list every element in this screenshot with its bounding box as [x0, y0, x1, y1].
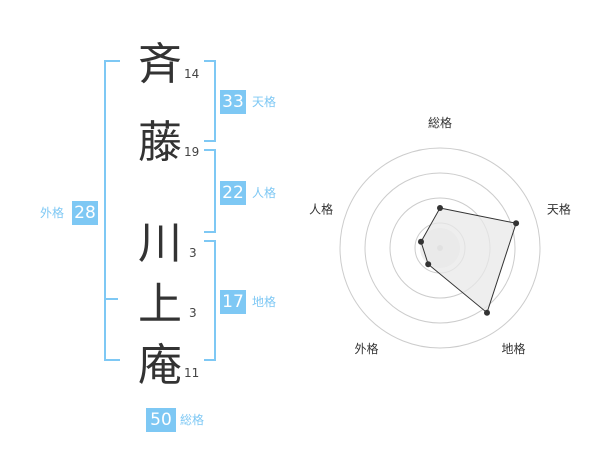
stroke-count-1: 14 — [184, 67, 200, 81]
chikaku-bracket — [204, 240, 216, 361]
chikaku-value: 17 — [220, 290, 246, 314]
radar-ring-3 — [364, 172, 516, 324]
radar-ring-4 — [339, 147, 541, 349]
radar-axis-label-3: 地格 — [501, 341, 525, 356]
soukaku-value: 50 — [146, 408, 176, 432]
gaikaku-label: 外格 — [40, 206, 65, 220]
radar-point-4 — [425, 261, 432, 268]
name-char-3: 川 — [138, 218, 182, 269]
jinkaku-label: 人格 — [252, 186, 277, 200]
gaikaku-bracket-mid — [104, 298, 118, 300]
name-char-5: 庵 — [138, 340, 182, 391]
radar-point-2 — [513, 220, 520, 227]
name-char-1: 斉 — [138, 39, 182, 90]
name-char-4: 上 — [138, 279, 182, 330]
jinkaku-value: 22 — [220, 181, 246, 205]
radar-axis-label-5: 人格 — [309, 201, 333, 216]
radar-point-3 — [484, 309, 490, 316]
tenkaku-bracket — [204, 60, 216, 142]
stroke-count-5: 11 — [184, 366, 200, 380]
radar-value-polygon — [420, 207, 517, 314]
stroke-count-3: 3 — [189, 246, 197, 260]
jinkaku-bracket — [204, 149, 216, 233]
tenkaku-label: 天格 — [252, 95, 277, 109]
radar-point-1 — [437, 205, 443, 211]
radar-axis-label-4: 外格 — [354, 341, 378, 356]
stroke-count-4: 3 — [189, 306, 197, 320]
gaikaku-value: 28 — [72, 201, 98, 225]
chikaku-label: 地格 — [252, 295, 277, 309]
name-char-2: 藤 — [138, 117, 182, 168]
radar-axis-label-2: 天格 — [547, 201, 571, 216]
radar-axis-label-1: 総格 — [428, 115, 452, 130]
stroke-count-2: 19 — [184, 145, 200, 159]
soukaku-label: 総格 — [180, 413, 205, 427]
radar-point-5 — [418, 238, 424, 245]
gaikaku-bracket — [104, 60, 120, 361]
tenkaku-value: 33 — [220, 90, 246, 114]
